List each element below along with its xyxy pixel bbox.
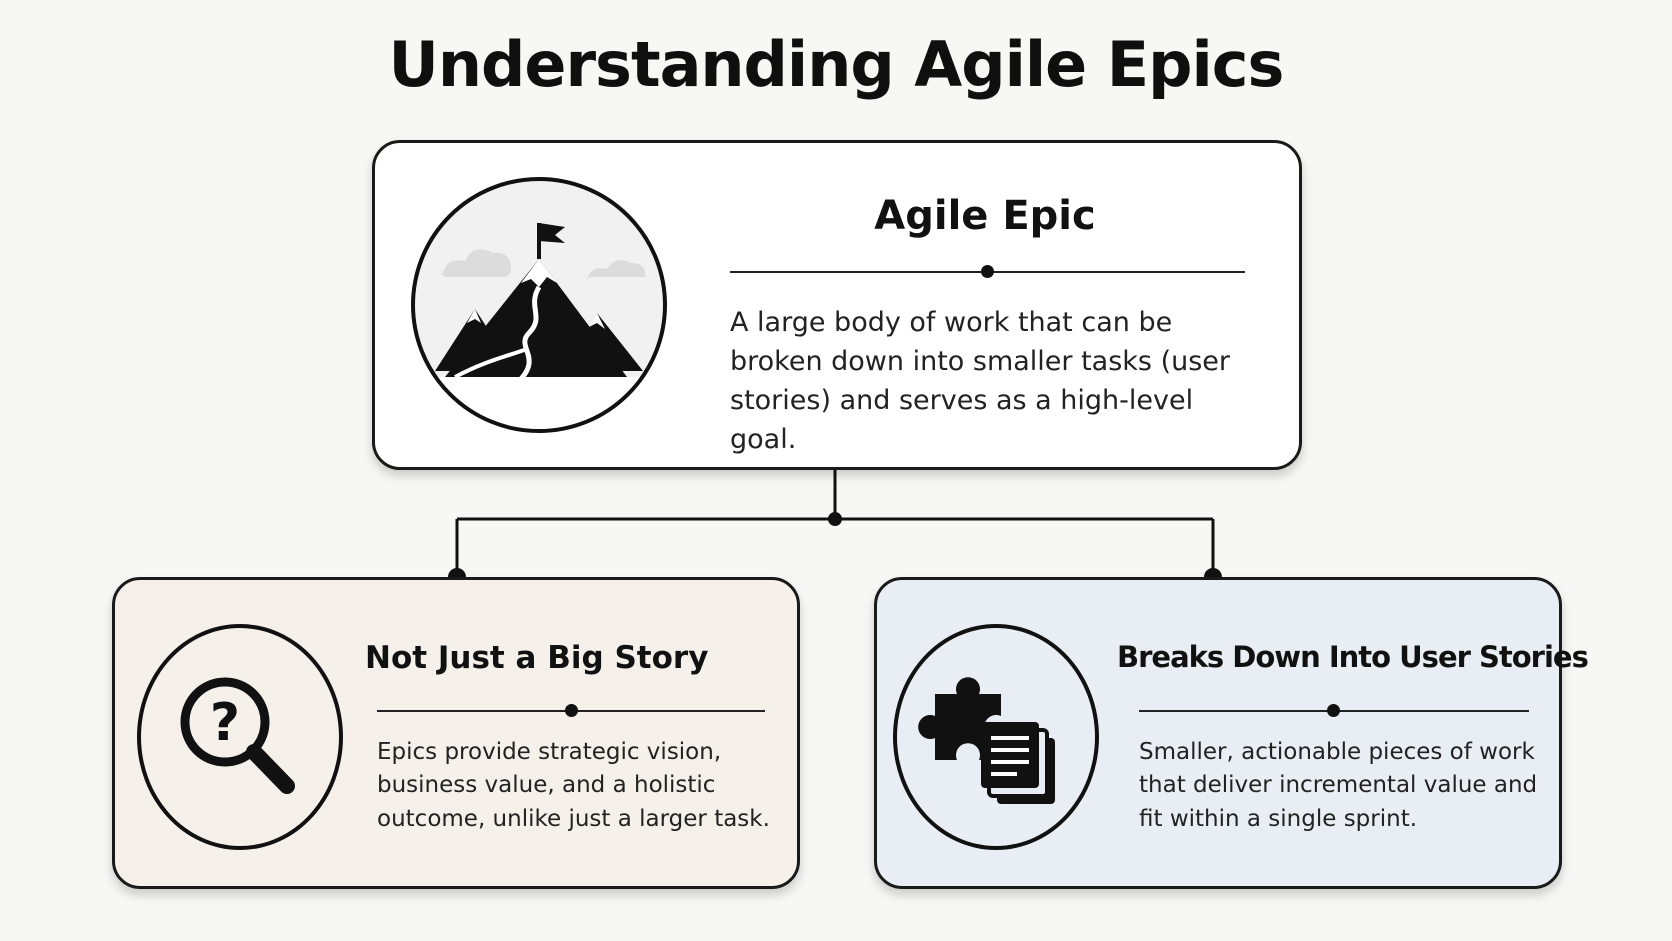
mountain-flag-icon — [411, 177, 667, 433]
agile-epic-description: A large body of work that can be broken … — [730, 307, 1231, 456]
breaks-down-description: Smaller, actionable pieces of work that … — [1139, 739, 1538, 832]
connector-junction-dot — [828, 512, 842, 526]
breaks-down-heading: Breaks Down Into User Stories — [1117, 640, 1589, 674]
not-just-big-story-divider — [377, 704, 765, 717]
puzzle-documents-icon — [893, 624, 1099, 850]
breaks-down-divider — [1139, 704, 1529, 717]
breaks-down-card: Breaks Down Into User Stories Smaller, a… — [874, 577, 1589, 889]
agile-epic-card: Agile Epic A large body of work that can… — [372, 140, 1302, 470]
agile-epic-divider — [730, 265, 1245, 278]
question-magnifier-icon: ? — [137, 624, 343, 850]
svg-text:?: ? — [210, 693, 240, 753]
agile-epic-heading: Agile Epic — [874, 193, 1096, 239]
not-just-big-story-heading: Not Just a Big Story — [365, 640, 709, 676]
not-just-big-story-description: Epics provide strategic vision, business… — [377, 739, 770, 832]
page-title: Understanding Agile Epics — [388, 28, 1285, 101]
not-just-big-story-card: ? Not Just a Big Story Epics provide str… — [112, 577, 800, 889]
